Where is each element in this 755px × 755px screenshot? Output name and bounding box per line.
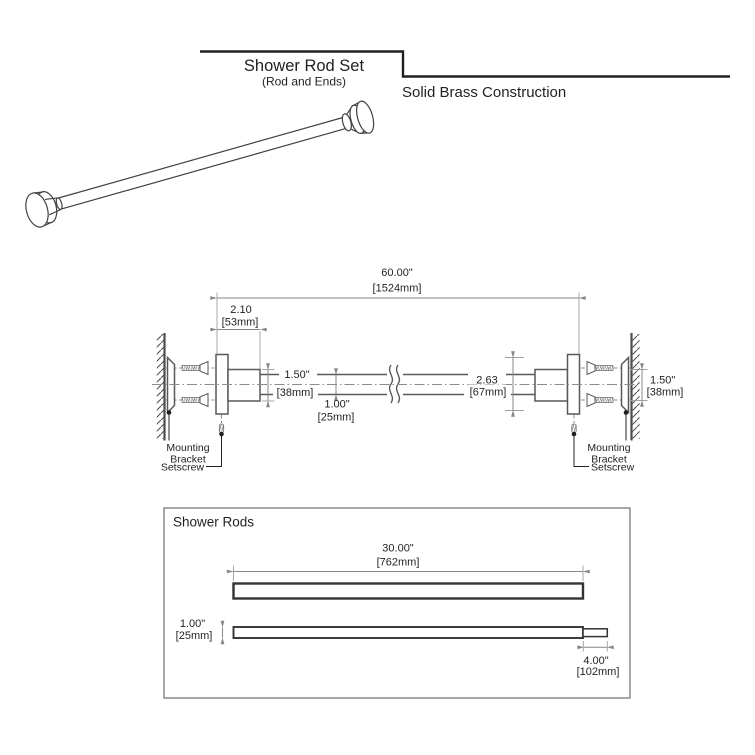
dim-bracket-diameter: 1.50" [38mm] [630,363,684,407]
mounting-bracket-label: Mounting [166,442,209,454]
dim-projection-inches: 2.10 [230,304,251,316]
wall-left-hatch [156,334,164,439]
label-backing [273,386,318,397]
screw-icon [181,393,209,407]
iso-left-end-cap [25,191,63,228]
rod-tip [582,628,609,638]
iso-rod-top-edge [57,116,344,199]
isometric-view [25,100,375,228]
dim-rod-mm: [25mm] [318,412,355,424]
iso-right-flange [341,100,375,134]
dim-rod2-diameter: 1.00" [25mm] [176,618,225,645]
setscrew-label: Setscrew [161,462,205,474]
dim-tip-length: 4.00" [102mm] [577,641,620,678]
label-backing [464,386,511,397]
dim-diameter-mm: [25mm] [176,630,213,642]
mounting-bracket-label: Mounting [587,442,630,454]
mounting-bracket-right [620,355,630,415]
dim-diameter-inches: 1.00" [180,618,205,630]
dim-bracket-mm: [38mm] [647,387,684,399]
shower-rods-panel: Shower Rods 30.00" [762mm] 1.00" [25mm] … [163,507,631,699]
panel-border [163,507,631,699]
dim-bracket-inches: 1.50" [650,375,675,387]
dim-length-mm: [762mm] [377,557,420,569]
setscrew-left [218,414,225,433]
dim-tip-inches: 4.00" [583,655,608,667]
dim-bracket-projection: 2.10 [53mm] [210,304,267,369]
setscrew-callout-right: Setscrew [571,431,635,474]
screw-icon [586,393,614,407]
installation-diagram: 60.00" [1524mm] 2.10 [53mm] 1.50" [38mm]… [152,267,683,474]
sleeve-left [227,368,261,402]
mounting-bracket-label: Bracket [591,454,627,466]
setscrew-callout-left: Setscrew [161,431,224,474]
header-divider-line [200,50,730,78]
dim-length-inches: 30.00" [382,543,414,555]
screw-icon [586,361,614,375]
wall-left [156,333,166,441]
rod-break-symbol [388,364,394,404]
label-backing [279,368,317,379]
page-subtitle: (Rod and Ends) [262,75,346,89]
dim-flange-mm: [67mm] [470,387,507,399]
dim-tip-mm: [102mm] [577,666,620,678]
dim-rod-length: 30.00" [762mm] [226,543,590,581]
dim-overall-inches: 60.00" [381,267,413,279]
dim-rod-inches: 1.00" [324,399,349,411]
label-backing [468,373,506,385]
panel-title: Shower Rods [173,515,254,530]
rod-with-tip [232,626,584,639]
mounting-bracket-callout-right: Mounting Bracket [587,410,631,466]
wall-right-hatch [632,334,640,439]
mounting-bracket-left [166,355,176,415]
page-title: Shower Rod Set [244,57,365,75]
rod-plain [232,582,585,600]
dim-sleeve-mm: [38mm] [277,387,314,399]
screw-icon [181,361,209,375]
wall-right [630,333,640,441]
dim-flange-inches: 2.63 [476,375,497,387]
material-note: Solid Brass Construction [402,84,566,101]
setscrew-right [571,414,577,433]
dim-overall-mm: [1524mm] [373,283,422,295]
setscrew-label: Setscrew [591,462,635,474]
dim-projection-mm: [53mm] [222,317,259,329]
sleeve-right [534,368,569,402]
dim-sleeve-inches: 1.50" [284,369,309,381]
dim-overall-length: 60.00" [1524mm] [210,267,586,354]
rod-break-symbol [395,364,401,404]
header: Shower Rod Set (Rod and Ends) Solid Bras… [200,50,730,101]
dim-flange-diameter: 2.63 [67mm] [464,351,524,417]
iso-rod-bottom-edge [60,127,347,210]
mounting-bracket-label: Bracket [170,454,206,466]
mounting-bracket-callout-left: Mounting Bracket [166,410,210,466]
dim-rod-diameter: 1.00" [25mm] [318,368,355,424]
dim-sleeve-diameter: 1.50" [38mm] [262,363,318,408]
